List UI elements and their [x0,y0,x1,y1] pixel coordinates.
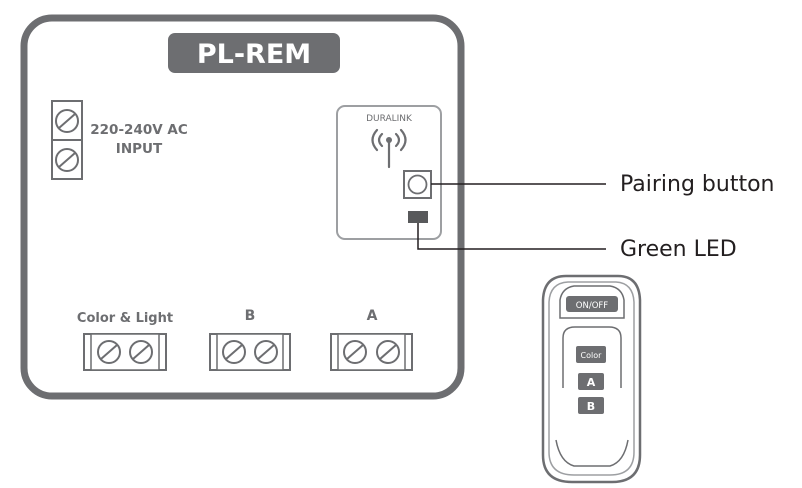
terminal-block-a [330,333,413,371]
pairing-button-label: Pairing button [620,172,775,197]
duralink-module [336,105,442,240]
input-voltage-label: 220-240V AC [90,122,188,138]
title-plate [168,33,340,73]
input-label: INPUT [116,141,163,157]
remote-on-off-label: ON/OFF [576,301,608,311]
remote-a-button[interactable] [578,373,604,390]
pairing-button-circle [407,174,428,195]
remote-a-label: A [587,376,596,389]
input-terminal-block [51,100,83,180]
device-title: PL-REM [197,39,311,70]
remote-color-label: Color [581,351,603,360]
remote-b-button[interactable] [578,397,604,414]
terminal-label-a: A [367,308,378,324]
antenna-icon [371,128,407,169]
remote-color-button[interactable] [576,346,606,363]
remote-control: ON/OFF Color A B [541,274,642,484]
module-brand: DURALINK [366,114,413,124]
terminal-label-color-light: Color & Light [77,311,173,326]
remote-b-label: B [587,400,595,413]
green-led-label: Green LED [620,237,737,262]
terminal-label-b: B [245,308,256,324]
terminal-block-b [209,333,291,371]
led-callout-line [417,223,606,250]
remote-on-off-button[interactable] [566,296,618,312]
terminal-block-color-light [83,333,167,371]
green-led [408,211,428,223]
